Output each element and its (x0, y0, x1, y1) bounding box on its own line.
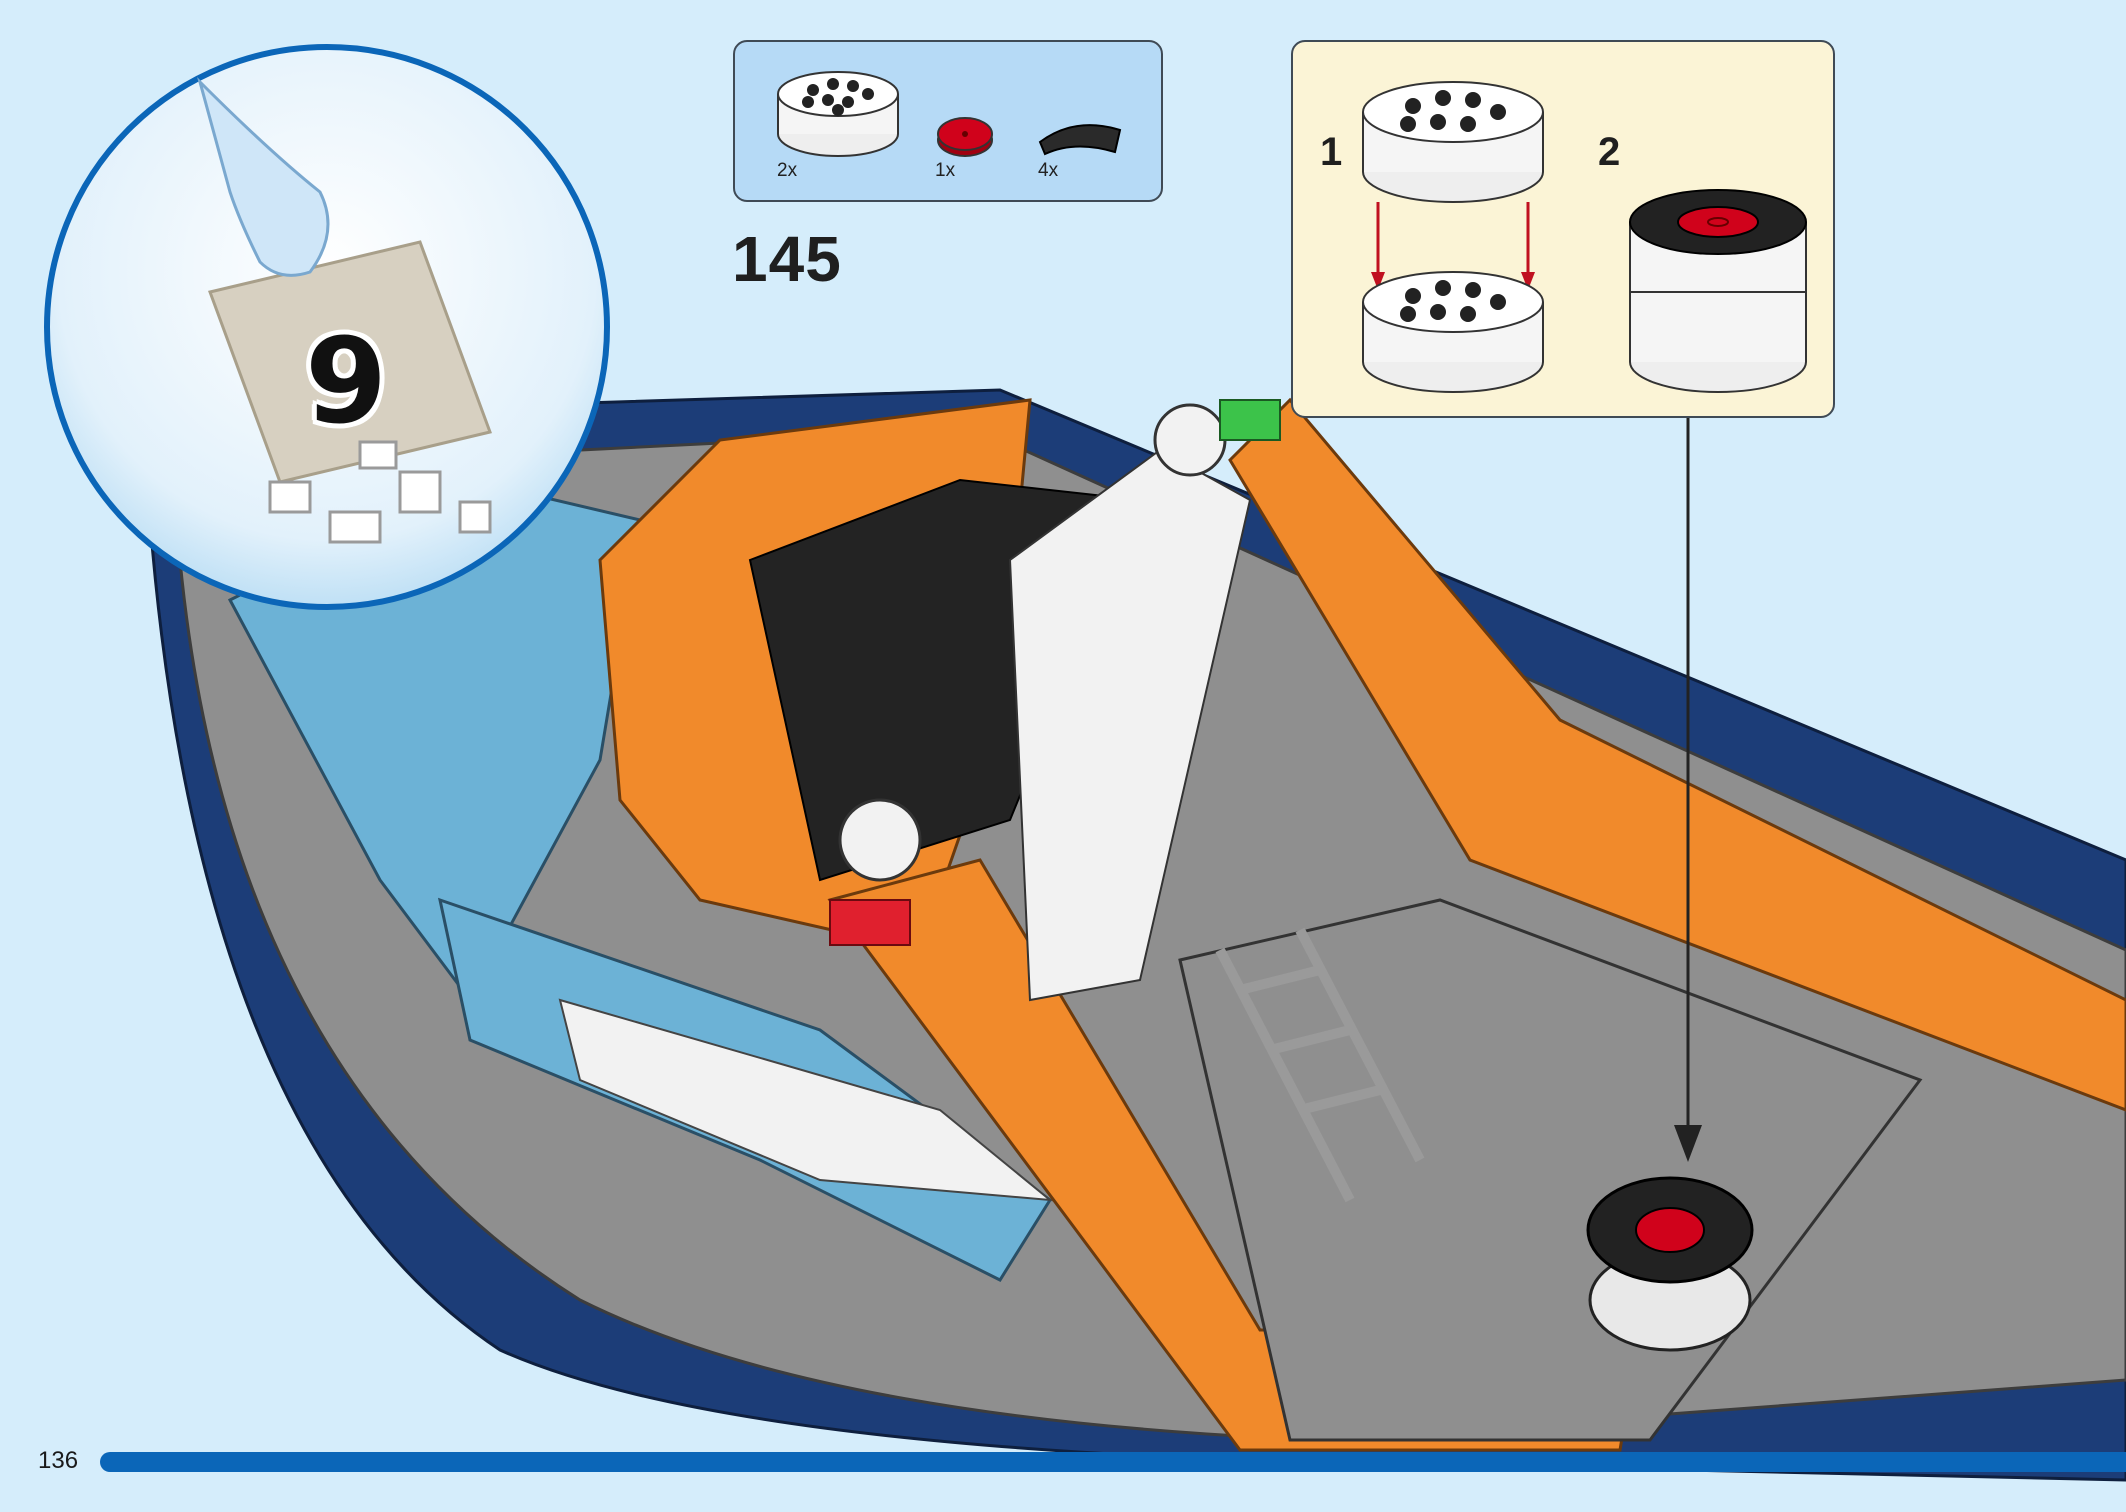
progress-bar (100, 1452, 2126, 1472)
sub-step-label-1: 1 (1320, 130, 1343, 174)
green-light (1219, 399, 1281, 441)
bag-number: 9 (305, 312, 388, 450)
control-console (1008, 448, 1252, 1002)
part-qty-red-round-tile: 1x (935, 160, 956, 181)
placed-round-assembly (1586, 1176, 1754, 1352)
part-red-round-tile-icon (935, 114, 995, 158)
ladder (1215, 927, 1425, 1203)
placement-arrowhead (1674, 1125, 1702, 1162)
sub-step-1-diagram (1362, 81, 1544, 393)
part-black-curved-tile-icon (1035, 122, 1125, 158)
light-top (1153, 403, 1227, 477)
part-qty-black-curved-tile: 4x (1038, 160, 1059, 181)
sub-step-2-diagram (1629, 189, 1807, 393)
page-number: 136 (38, 1447, 79, 1474)
parts-callout: 2x 1x 4x (733, 40, 1163, 202)
sub-assembly-callout: 1 2 (1291, 40, 1835, 418)
red-light (829, 899, 911, 946)
bag-bubble: 9 (40, 42, 614, 612)
sub-step-label-2: 2 (1598, 130, 1621, 174)
orange-frame-right (1228, 397, 2126, 1112)
part-qty-white-round-brick: 2x (777, 160, 798, 181)
part-white-round-brick-icon (773, 64, 903, 160)
light-bottom (838, 798, 922, 882)
cabin-wall (558, 998, 1054, 1202)
step-number: 145 (732, 223, 842, 295)
